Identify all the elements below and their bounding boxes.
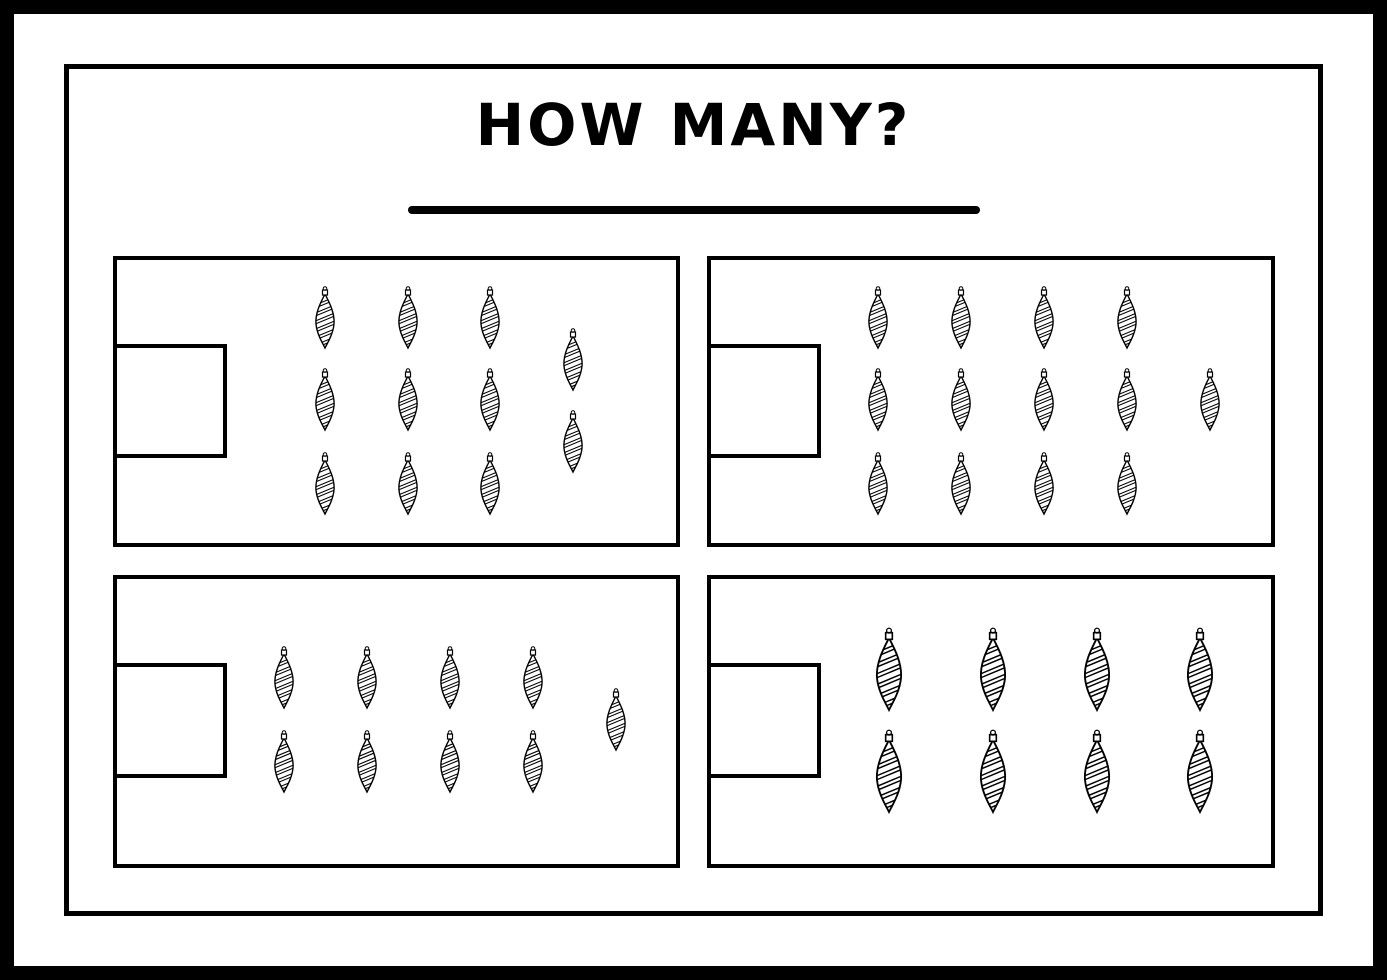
spiral-ornament-icon bbox=[1081, 627, 1113, 717]
answer-box-2[interactable] bbox=[711, 344, 821, 458]
spiral-ornament-icon bbox=[561, 328, 585, 396]
spiral-ornament-icon bbox=[866, 286, 890, 354]
spiral-ornament-icon bbox=[1115, 368, 1139, 436]
spiral-ornament-icon bbox=[396, 286, 420, 354]
spiral-ornament-icon bbox=[949, 286, 973, 354]
spiral-ornament-icon bbox=[478, 452, 502, 520]
spiral-ornament-icon bbox=[396, 368, 420, 436]
spiral-ornament-icon bbox=[977, 729, 1009, 819]
spiral-ornament-icon bbox=[866, 452, 890, 520]
spiral-ornament-icon bbox=[604, 688, 628, 756]
answer-box-1[interactable] bbox=[117, 344, 227, 458]
answer-box-3[interactable] bbox=[117, 663, 227, 778]
spiral-ornament-icon bbox=[521, 730, 545, 798]
spiral-ornament-icon bbox=[478, 286, 502, 354]
spiral-ornament-icon bbox=[272, 730, 296, 798]
spiral-ornament-icon bbox=[478, 368, 502, 436]
spiral-ornament-icon bbox=[521, 646, 545, 714]
spiral-ornament-icon bbox=[1115, 452, 1139, 520]
spiral-ornament-icon bbox=[1115, 286, 1139, 354]
spiral-ornament-icon bbox=[355, 730, 379, 798]
spiral-ornament-icon bbox=[1032, 286, 1056, 354]
spiral-ornament-icon bbox=[1081, 729, 1113, 819]
worksheet-frame bbox=[64, 64, 1323, 916]
spiral-ornament-icon bbox=[272, 646, 296, 714]
spiral-ornament-icon bbox=[313, 452, 337, 520]
spiral-ornament-icon bbox=[977, 627, 1009, 717]
spiral-ornament-icon bbox=[438, 646, 462, 714]
answer-box-4[interactable] bbox=[711, 663, 821, 778]
spiral-ornament-icon bbox=[1032, 452, 1056, 520]
spiral-ornament-icon bbox=[873, 627, 905, 717]
spiral-ornament-icon bbox=[949, 368, 973, 436]
spiral-ornament-icon bbox=[438, 730, 462, 798]
spiral-ornament-icon bbox=[949, 452, 973, 520]
spiral-ornament-icon bbox=[873, 729, 905, 819]
spiral-ornament-icon bbox=[1184, 627, 1216, 717]
title-underline bbox=[408, 206, 980, 214]
spiral-ornament-icon bbox=[396, 452, 420, 520]
spiral-ornament-icon bbox=[313, 286, 337, 354]
spiral-ornament-icon bbox=[561, 410, 585, 478]
spiral-ornament-icon bbox=[1032, 368, 1056, 436]
spiral-ornament-icon bbox=[1184, 729, 1216, 819]
spiral-ornament-icon bbox=[355, 646, 379, 714]
spiral-ornament-icon bbox=[313, 368, 337, 436]
spiral-ornament-icon bbox=[866, 368, 890, 436]
spiral-ornament-icon bbox=[1198, 368, 1222, 436]
page-title: HOW MANY? bbox=[475, 91, 912, 159]
